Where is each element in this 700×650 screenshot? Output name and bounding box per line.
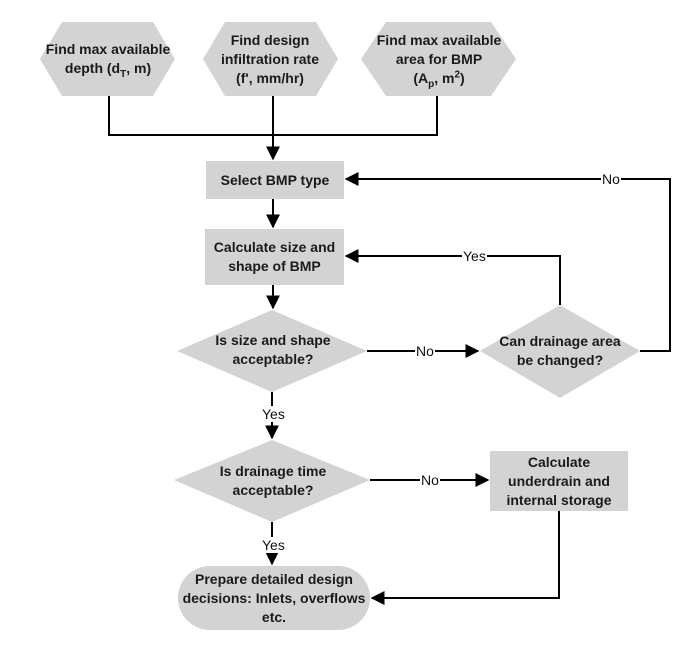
input-area-node: Find max available area for BMP (Ap, m2) bbox=[366, 28, 512, 90]
edge-label-area-no: No bbox=[601, 171, 621, 187]
input-depth-line2: depth (dT, m) bbox=[64, 60, 152, 80]
input-area-line2: area for BMP bbox=[395, 50, 483, 67]
drainage-decision-shape bbox=[480, 305, 640, 398]
edge-label-area-yes: Yes bbox=[462, 248, 487, 264]
input-rate-line3: (f', mm/hr) bbox=[236, 69, 304, 86]
calculate-size-node: Calculate size and shape of BMP bbox=[205, 229, 344, 285]
edge-label-size-no: No bbox=[415, 343, 435, 359]
final-line3: etc. bbox=[261, 608, 287, 625]
calculate-size-shape bbox=[205, 229, 344, 285]
size-decision-node: Is size and shape acceptable? bbox=[197, 328, 349, 372]
underdrain-line1: Calculate bbox=[527, 453, 591, 470]
size-decision-shape bbox=[177, 310, 367, 392]
final-line1: Prepare detailed design bbox=[195, 570, 353, 587]
edge-label-time-yes: Yes bbox=[261, 537, 286, 553]
input-rate-line2: infiltration rate bbox=[220, 50, 319, 67]
time-decision-node: Is drainage time acceptable? bbox=[197, 459, 349, 503]
input-rate-shape bbox=[203, 22, 338, 96]
drainage-no-arrow bbox=[344, 172, 671, 352]
time-decision-shape bbox=[174, 440, 370, 522]
size-decision-line1: Is size and shape bbox=[215, 332, 331, 348]
input-area-line1: Find max available bbox=[376, 31, 502, 48]
final-terminal-shape bbox=[178, 566, 370, 630]
input-depth-node: Find max available depth (dT, m) bbox=[44, 30, 172, 88]
input-area-shape bbox=[361, 22, 516, 96]
underdrain-line3: internal storage bbox=[506, 491, 612, 508]
input-rate-line1: Find design bbox=[230, 31, 310, 48]
calculate-size-line1: Calculate size and bbox=[213, 239, 336, 255]
calculate-size-line2: shape of BMP bbox=[228, 258, 321, 274]
input-rate-node: Find design infiltration rate (f', mm/hr… bbox=[205, 28, 335, 90]
underdrain-line2: underdrain and bbox=[508, 472, 610, 489]
final-line2: decisions: Inlets, overflows bbox=[182, 589, 366, 606]
edge-label-time-no: No bbox=[420, 472, 440, 488]
select-bmp-node: Select BMP type bbox=[206, 161, 344, 199]
edge-label-size-yes: Yes bbox=[261, 406, 286, 422]
underdrain-node: Calculate underdrain and internal storag… bbox=[490, 451, 628, 511]
size-decision-line2: acceptable? bbox=[232, 351, 314, 367]
underdrain-to-final-arrow bbox=[370, 511, 560, 605]
underdrain-shape bbox=[490, 451, 628, 511]
time-decision-line2: acceptable? bbox=[232, 482, 314, 498]
select-bmp-shape bbox=[206, 161, 344, 199]
time-decision-line1: Is drainage time bbox=[219, 463, 327, 479]
input-depth-shape bbox=[40, 22, 175, 96]
select-bmp-label: Select BMP type bbox=[220, 171, 330, 188]
drainage-decision-line1: Can drainage area bbox=[499, 333, 621, 349]
drainage-yes-arrow bbox=[344, 249, 561, 305]
final-node: Prepare detailed design decisions: Inlet… bbox=[182, 568, 366, 628]
input-depth-line1: Find max available bbox=[45, 41, 171, 57]
drainage-decision-line2: be changed? bbox=[516, 352, 604, 368]
input-area-line3: (Ap, m2) bbox=[413, 68, 465, 90]
drainage-decision-node: Can drainage area be changed? bbox=[486, 329, 634, 373]
